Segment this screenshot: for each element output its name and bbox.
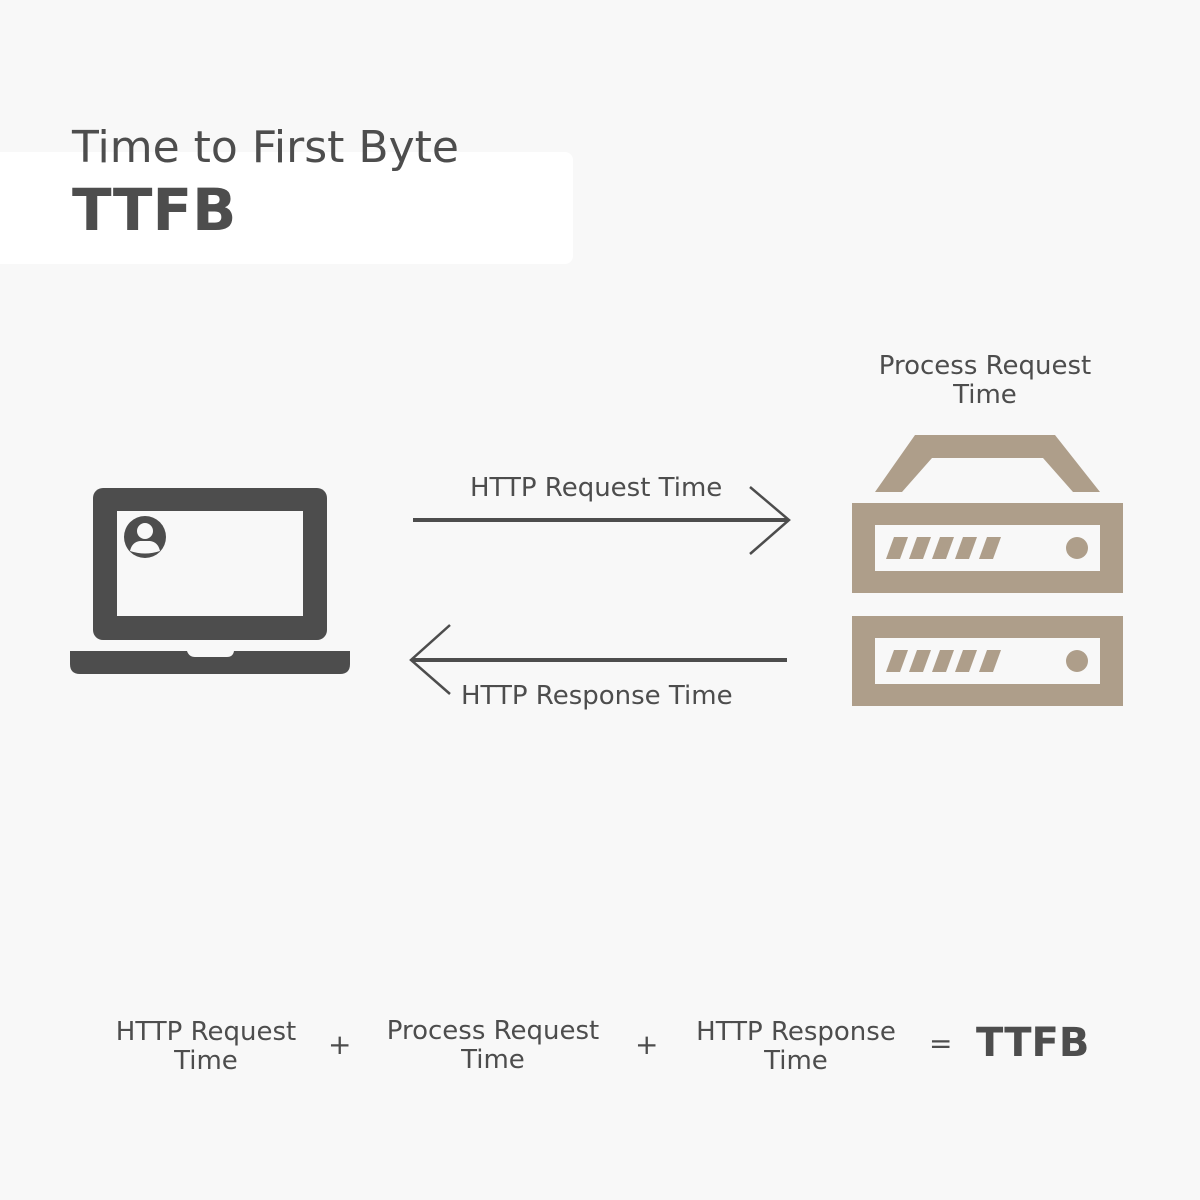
laptop-user-icon bbox=[70, 488, 350, 674]
plus-operator: + bbox=[635, 1028, 659, 1061]
equals-operator: = bbox=[929, 1027, 953, 1060]
request-label: HTTP Request Time bbox=[470, 473, 723, 503]
subtitle: Time to First Byte bbox=[72, 122, 459, 173]
response-label: HTTP Response Time bbox=[461, 681, 733, 711]
process-label: Process Request Time bbox=[870, 352, 1100, 410]
formula-term-request: HTTP Request Time bbox=[106, 1018, 306, 1076]
formula-term-line1: HTTP Response bbox=[696, 1017, 896, 1047]
formula-term-process: Process Request Time bbox=[383, 1017, 603, 1075]
formula-term-line2: Time bbox=[764, 1046, 828, 1076]
formula-term-line1: Process Request bbox=[386, 1016, 600, 1046]
server-stack-icon bbox=[852, 435, 1123, 706]
request-arrow-icon bbox=[413, 486, 791, 555]
formula-term-line1: HTTP Request bbox=[115, 1017, 297, 1047]
page-title: TTFB bbox=[72, 176, 237, 244]
formula-term-response: HTTP Response Time bbox=[690, 1018, 902, 1076]
title-card bbox=[0, 152, 573, 264]
formula-term-line2: Time bbox=[461, 1045, 525, 1075]
process-label-line1: Process Request bbox=[878, 351, 1092, 381]
formula-result: TTFB bbox=[976, 1020, 1090, 1066]
plus-operator: + bbox=[328, 1028, 352, 1061]
response-arrow-icon bbox=[409, 624, 787, 695]
process-label-line2: Time bbox=[953, 380, 1017, 410]
formula-term-line2: Time bbox=[174, 1046, 238, 1076]
